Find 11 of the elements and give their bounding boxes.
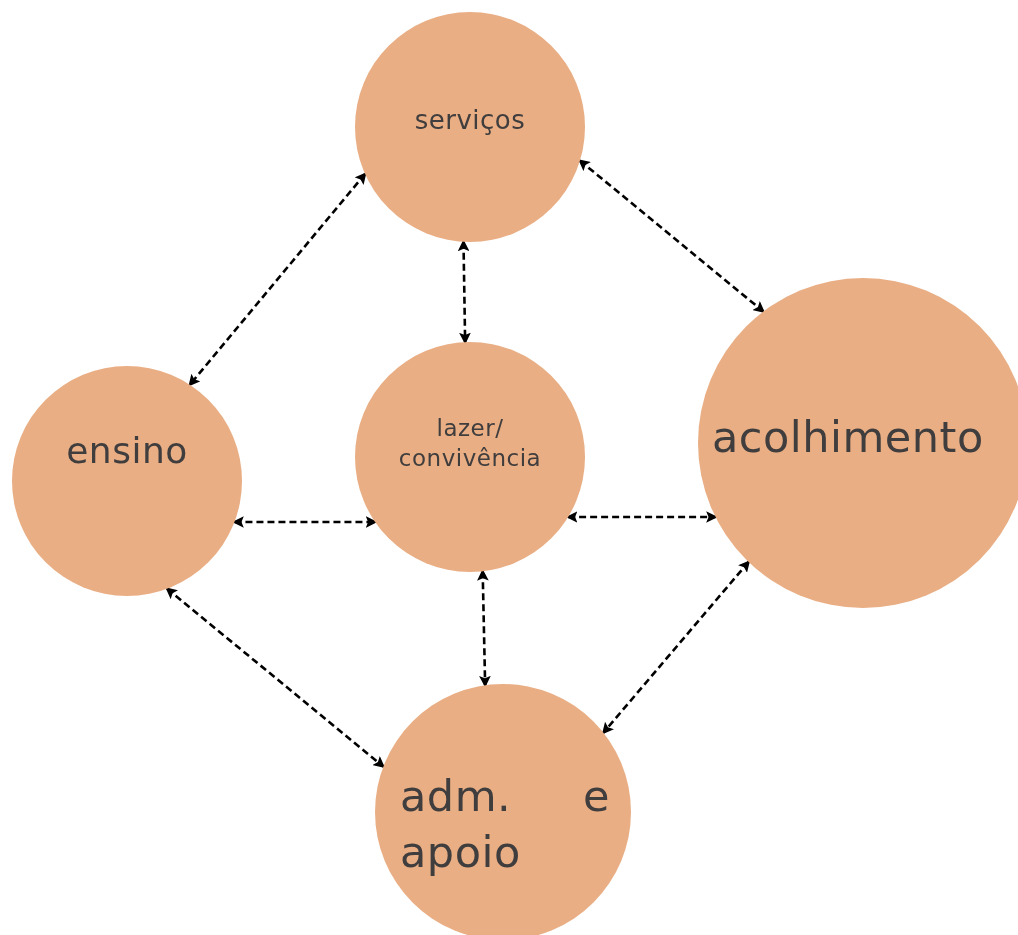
double-arrow — [165, 587, 386, 769]
node-label: serviços — [413, 104, 527, 137]
node-label: lazer/ convivência — [397, 414, 543, 473]
double-arrow — [232, 516, 378, 528]
double-arrow — [457, 239, 471, 345]
node-label: acolhimento — [712, 411, 985, 464]
double-arrow — [188, 172, 367, 387]
node-label: ensino — [65, 429, 189, 473]
node-label: adm. e apoio — [400, 770, 610, 879]
double-arrow — [601, 560, 751, 735]
double-arrow — [578, 159, 766, 313]
